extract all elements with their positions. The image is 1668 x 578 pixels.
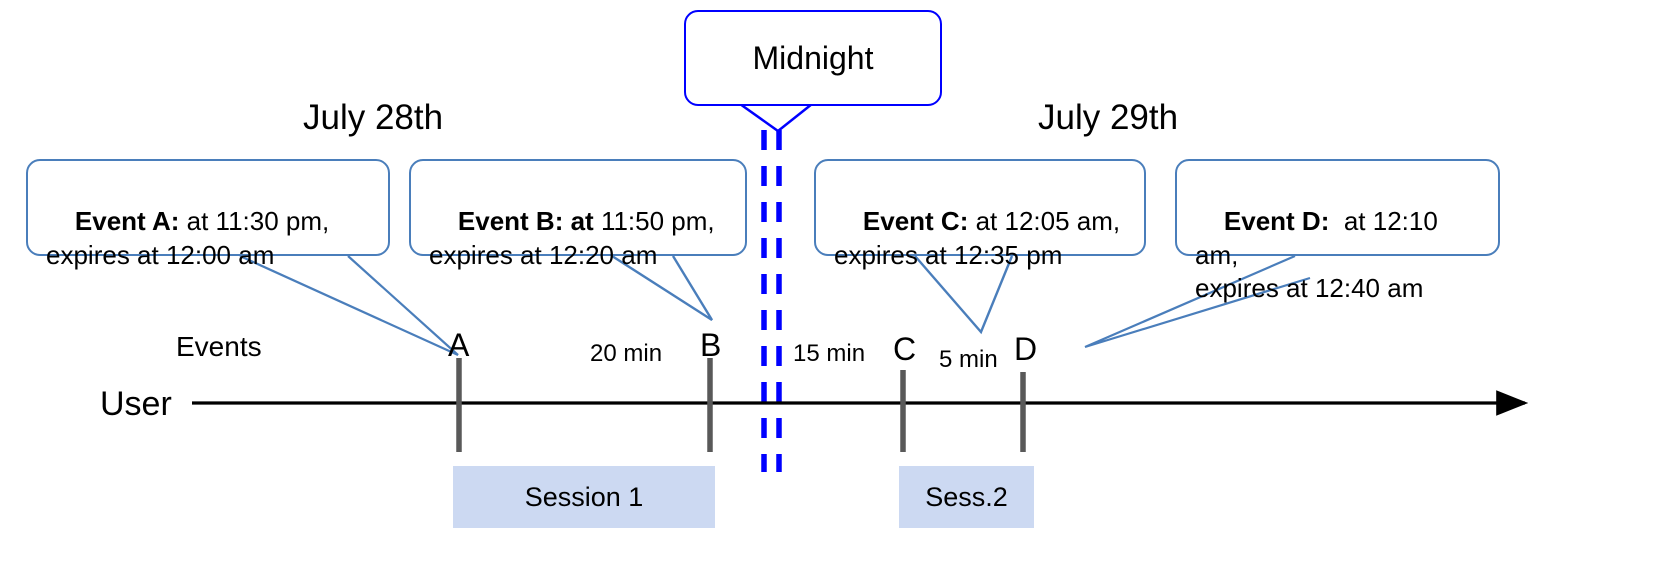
session-box-1: Session 1: [453, 466, 715, 528]
midnight-label: Midnight: [752, 39, 874, 76]
user-row-label: User: [100, 385, 172, 423]
session-box-2: Sess.2: [899, 466, 1034, 528]
callout-event-c-title: Event C:: [862, 205, 969, 236]
midnight-callout: Midnight: [684, 10, 942, 106]
callout-event-d-line2: expires at 12:40 am: [1195, 273, 1424, 304]
callout-event-a: Event A: at 11:30 pm,expires at 12:00 am: [26, 159, 390, 270]
interval-label-15min: 15 min: [793, 340, 866, 367]
callout-event-d-title: Event D:: [1223, 205, 1330, 236]
callout-tail-event-c: [914, 255, 1014, 335]
callout-event-d: Event D: at 12:10 am,expires at 12:40 am: [1175, 159, 1500, 303]
callout-event-a-rest: at 11:30 pm,: [179, 205, 330, 236]
callout-event-d-rest: at 12:10 am,: [1195, 205, 1446, 270]
callout-event-b-rest: 11:50 pm,: [593, 205, 715, 236]
day-label-july-29: July 29th: [1038, 98, 1179, 137]
callout-event-a-line2: expires at 12:00 am: [46, 239, 275, 270]
callout-event-a-title: Event A:: [74, 205, 180, 236]
callout-tail-event-a: [239, 254, 459, 357]
interval-label-5min: 5 min: [939, 346, 998, 373]
midnight-tail: [739, 102, 813, 133]
event-letter-c: C: [893, 331, 917, 367]
session-2-label: Sess.2: [925, 481, 1008, 512]
day-label-july-28: July 28th: [303, 98, 444, 137]
callout-event-b-line2: expires at 12:20 am: [429, 239, 658, 270]
event-letter-d: D: [1014, 331, 1038, 367]
session-1-label: Session 1: [524, 481, 644, 512]
interval-label-20min: 20 min: [590, 340, 663, 367]
event-letter-b: B: [700, 327, 722, 363]
callout-event-b: Event B: at 11:50 pm,expires at 12:20 am: [409, 159, 747, 270]
event-letter-a: A: [448, 327, 470, 363]
callout-event-c-rest: at 12:05 am,: [968, 205, 1121, 236]
callout-event-b-title: Event B: at: [457, 205, 594, 236]
callout-event-c-line2: expires at 12:35 pm: [834, 239, 1063, 270]
callout-tail-event-b: [611, 254, 714, 322]
callout-event-c: Event C: at 12:05 am,expires at 12:35 pm: [814, 159, 1146, 270]
callout-tail-event-d: [1084, 254, 1311, 349]
events-row-label: Events: [176, 331, 262, 362]
